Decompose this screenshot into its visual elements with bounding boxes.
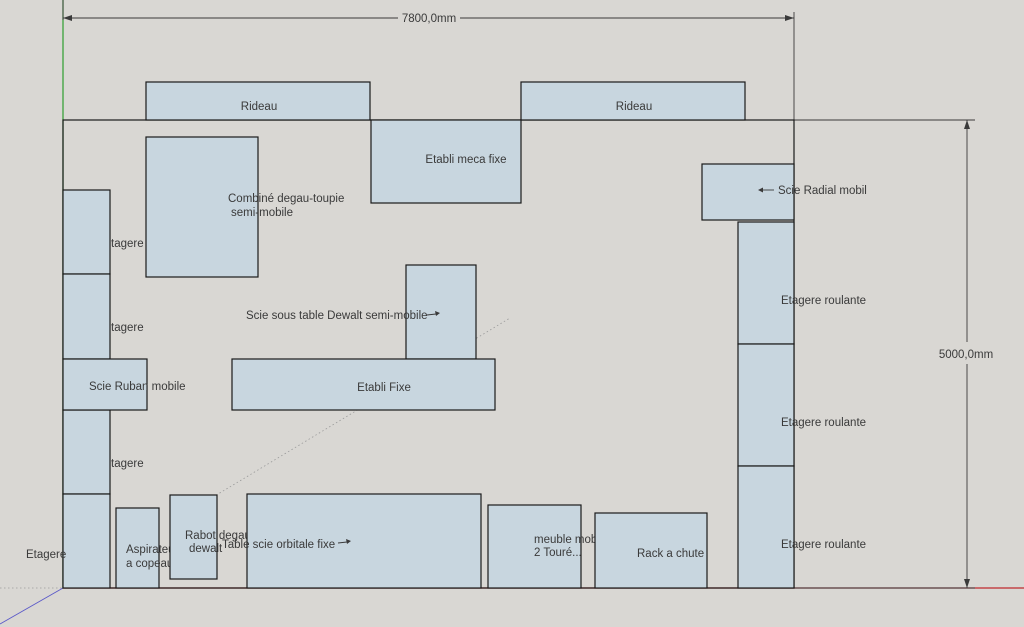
rideau-right-box[interactable] (520, 81, 746, 121)
table-scie-box[interactable] (246, 493, 482, 589)
etagere-box-4[interactable] (62, 493, 111, 589)
etabli-meca-box[interactable] (370, 119, 522, 204)
combine-label-line2: semi-mobile (231, 207, 293, 219)
combine-label-line1: Combiné degau-toupie (228, 193, 344, 205)
scie-sous-table-box[interactable] (405, 264, 477, 360)
meuble-mobile-box[interactable] (487, 504, 582, 589)
width-dimension-label: 7800,0mm (402, 13, 456, 25)
blue-axis (0, 587, 64, 625)
table-scie-label: Table scie orbitale fixe (222, 539, 335, 551)
height-dimension-label: 5000,0mm (939, 349, 993, 361)
etagere-label-2: tagere (111, 322, 144, 334)
rabot-box[interactable] (169, 494, 218, 580)
arrow-right-icon (426, 311, 440, 316)
meuble-label-line1: meuble mobile (534, 534, 609, 546)
rideau-right-label: Rideau (616, 101, 652, 113)
etabli-meca-label: Etabli meca fixe (425, 154, 506, 166)
rideau-left-box[interactable] (145, 81, 371, 121)
etagere-box-2[interactable] (62, 273, 111, 360)
etagere-label-1: tagere (111, 238, 144, 250)
aspirateur-box[interactable] (115, 507, 160, 589)
etabli-fixe-label: Etabli Fixe (357, 382, 411, 394)
arrow-right-icon (337, 539, 351, 544)
arrow-left-icon (758, 187, 774, 193)
rack-chute-box[interactable] (594, 512, 708, 589)
etabli-fixe-box[interactable] (231, 358, 496, 411)
rabot-label-line1: Rabot degau (185, 530, 251, 542)
scie-radial-box[interactable] (701, 163, 795, 221)
etagere-roulante-label-2: Etagere roulante (781, 417, 866, 429)
height-dimension[interactable]: 5000,0mm (794, 119, 993, 589)
etagere-label-3: tagere (111, 458, 144, 470)
rack-chute-label: Rack a chute (637, 548, 704, 560)
etagere-roulante-label-3: Etagere roulante (781, 539, 866, 551)
meuble-label-line2: 2 Touré... (534, 547, 582, 559)
etagere-roulante-box-3[interactable] (737, 465, 795, 589)
rideau-left-label: Rideau (241, 101, 277, 113)
aspirateur-label-line1: Aspirateur (126, 544, 179, 556)
scie-sous-table-label: Scie sous table Dewalt semi-mobile (246, 310, 428, 322)
etagere-outside-label: Etagere (26, 549, 66, 561)
scie-ruban-box[interactable] (62, 358, 148, 411)
etagere-box-3[interactable] (62, 409, 111, 495)
guide-line (174, 317, 511, 521)
aspirateur-label-line2: a copeaux (126, 558, 179, 570)
width-dimension[interactable]: 7800,0mm (62, 0, 795, 120)
etagere-box-1[interactable] (62, 189, 111, 275)
scie-ruban-label: Scie Ruban mobile (89, 381, 186, 393)
etagere-roulante-box-1[interactable] (737, 221, 795, 345)
scie-radial-label: Scie Radial mobil (778, 185, 867, 197)
rabot-label-line2: dewalt (189, 543, 223, 555)
etagere-roulante-box-2[interactable] (737, 343, 795, 467)
etagere-roulante-label-1: Etagere roulante (781, 295, 866, 307)
combine-box[interactable] (145, 136, 259, 278)
